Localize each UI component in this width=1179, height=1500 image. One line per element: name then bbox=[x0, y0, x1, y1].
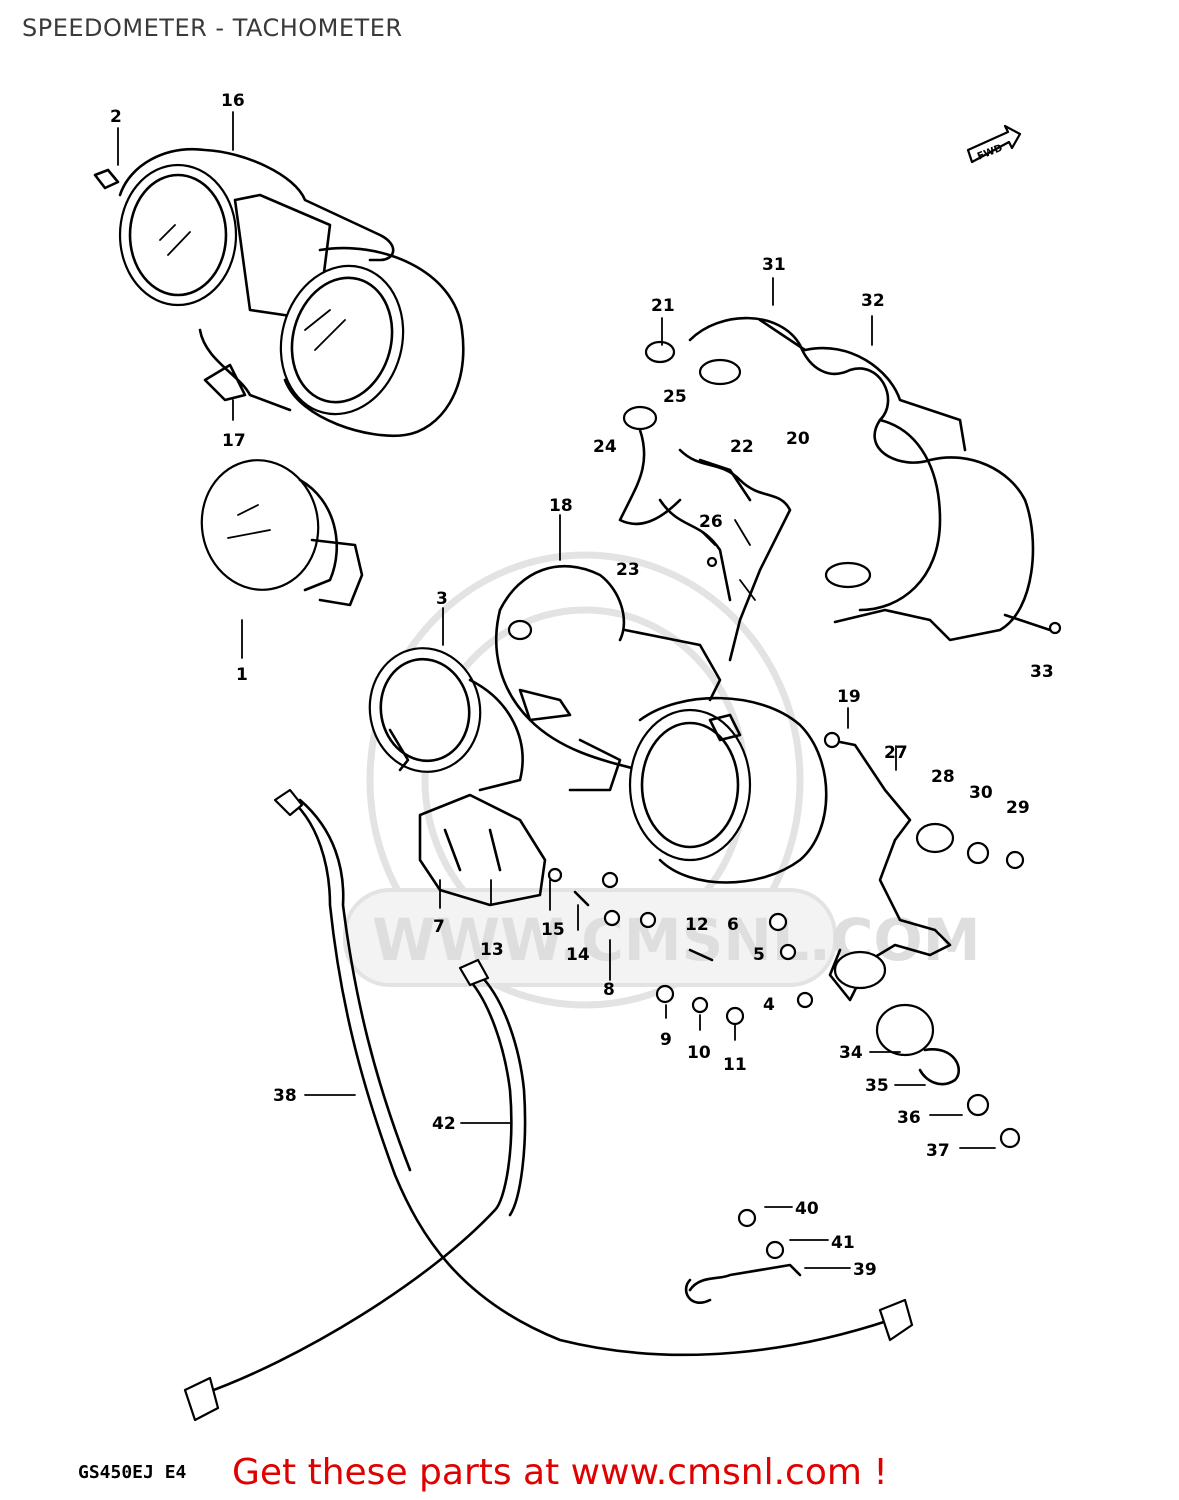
leader-lines bbox=[117, 111, 996, 1269]
meter-case-31-32 bbox=[688, 316, 1062, 642]
footer-link[interactable]: Get these parts at www.cmsnl.com ! bbox=[232, 1452, 888, 1493]
part-label-31: 31 bbox=[762, 255, 786, 275]
part-label-20: 20 bbox=[786, 429, 810, 449]
hardware-fasteners bbox=[573, 822, 1025, 1304]
part-label-41: 41 bbox=[831, 1233, 855, 1253]
part-label-14: 14 bbox=[566, 945, 590, 965]
part-label-35: 35 bbox=[865, 1076, 889, 1096]
part-label-5: 5 bbox=[753, 945, 765, 965]
part-label-10: 10 bbox=[687, 1043, 711, 1063]
part-label-11: 11 bbox=[723, 1055, 747, 1075]
part-label-38: 38 bbox=[273, 1086, 297, 1106]
part-label-28: 28 bbox=[931, 767, 955, 787]
part-label-24: 24 bbox=[593, 437, 617, 457]
part-label-34: 34 bbox=[839, 1043, 863, 1063]
part-label-17: 17 bbox=[222, 431, 246, 451]
speedometer-19-27 bbox=[628, 696, 952, 1002]
bulb-sockets-wiring bbox=[618, 340, 792, 662]
part-label-8: 8 bbox=[603, 980, 615, 1000]
part-label-15: 15 bbox=[541, 920, 565, 940]
gauge-part-1 bbox=[200, 459, 364, 607]
part-label-4: 4 bbox=[763, 995, 775, 1015]
watermark-text: WWW.CMSNL.COM bbox=[372, 906, 980, 974]
part-label-32: 32 bbox=[861, 291, 885, 311]
part-label-22: 22 bbox=[730, 437, 754, 457]
part-label-23: 23 bbox=[616, 560, 640, 580]
tachometer-3-7-13 bbox=[368, 647, 563, 907]
tachometer-cable-42 bbox=[183, 958, 527, 1422]
lower-case-18-23 bbox=[494, 564, 722, 792]
part-label-9: 9 bbox=[660, 1030, 672, 1050]
part-label-25: 25 bbox=[663, 387, 687, 407]
part-label-39: 39 bbox=[853, 1260, 877, 1280]
part-label-29: 29 bbox=[1006, 798, 1030, 818]
meter-assembly-16 bbox=[93, 147, 465, 438]
watermark: WWW.CMSNL.COM bbox=[343, 551, 980, 1009]
part-labels: 2 16 17 1 3 18 23 24 25 21 31 32 22 20 2… bbox=[110, 91, 1054, 1280]
part-label-40: 40 bbox=[795, 1199, 819, 1219]
part-label-26: 26 bbox=[699, 512, 723, 532]
part-label-21: 21 bbox=[651, 296, 675, 316]
part-label-33: 33 bbox=[1030, 662, 1054, 682]
page-title: SPEEDOMETER - TACHOMETER bbox=[22, 14, 403, 42]
part-label-36: 36 bbox=[897, 1108, 921, 1128]
part-label-42: 42 bbox=[432, 1114, 456, 1134]
part-label-7: 7 bbox=[433, 917, 445, 937]
part-label-37: 37 bbox=[926, 1141, 950, 1161]
fwd-arrow-icon: FWD bbox=[966, 124, 1022, 164]
part-label-12: 12 bbox=[685, 915, 709, 935]
part-label-30: 30 bbox=[969, 783, 993, 803]
part-label-19: 19 bbox=[837, 687, 861, 707]
part-label-2: 2 bbox=[110, 107, 122, 127]
part-label-27: 27 bbox=[884, 743, 908, 763]
part-label-1: 1 bbox=[236, 665, 248, 685]
model-code: GS450EJ E4 bbox=[78, 1462, 187, 1483]
part-label-13: 13 bbox=[480, 940, 504, 960]
part-label-18: 18 bbox=[549, 496, 573, 516]
part-label-16: 16 bbox=[221, 91, 245, 111]
part-label-6: 6 bbox=[727, 915, 739, 935]
speedometer-cable-38 bbox=[273, 788, 914, 1357]
part-label-3: 3 bbox=[436, 589, 448, 609]
